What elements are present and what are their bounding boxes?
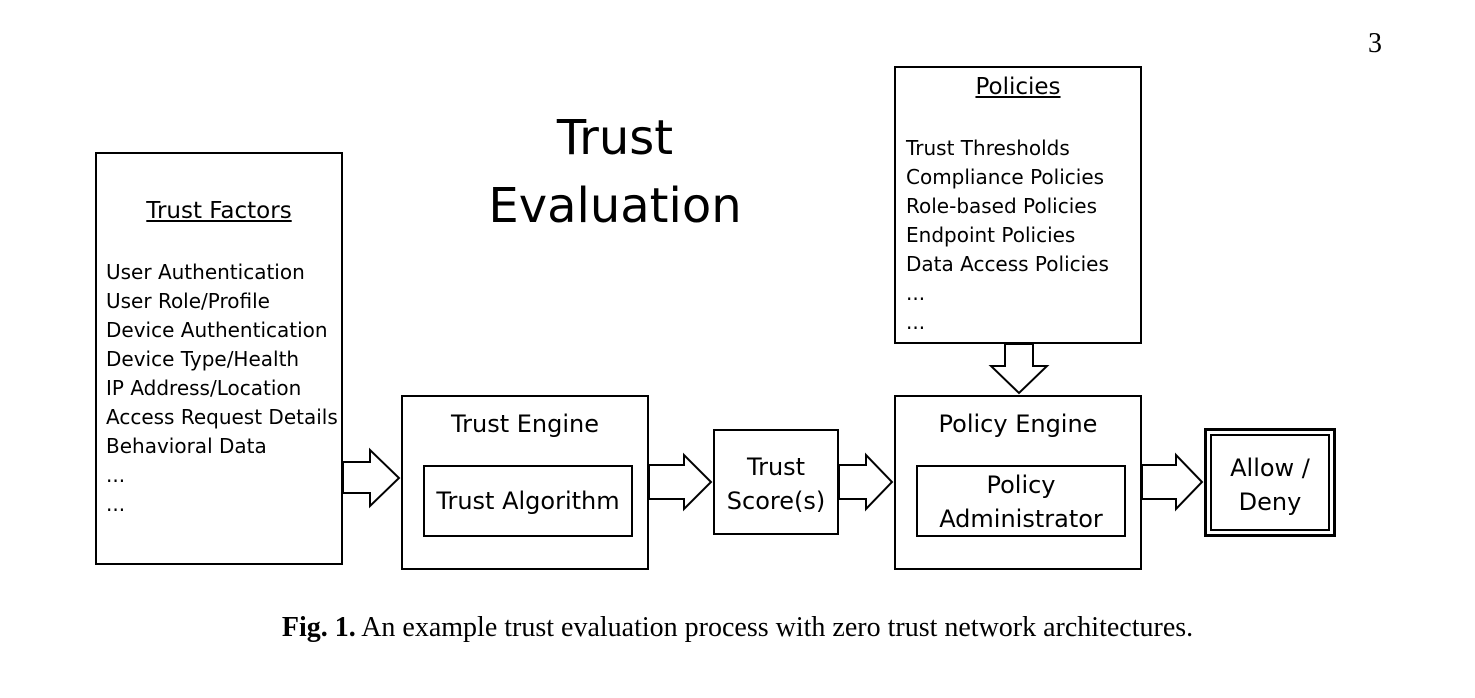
list-item: Endpoint Policies [906, 223, 1076, 247]
trust-algorithm-label: Trust Algorithm [436, 487, 620, 515]
list-item: ... [906, 310, 926, 334]
policies-title: Policies [975, 74, 1061, 100]
trust-engine-title: Trust Engine [450, 410, 599, 438]
arrow-score-to-policy-engine [838, 452, 894, 512]
allow-deny-inner-box: Allow / Deny [1210, 434, 1330, 531]
list-item: User Authentication [106, 260, 305, 284]
list-item: Access Request Details [106, 405, 338, 429]
policy-engine-box: Policy Engine Policy Administrator [894, 395, 1142, 570]
list-item: Data Access Policies [906, 252, 1109, 276]
list-item: Compliance Policies [906, 165, 1105, 189]
list-item: Device Authentication [106, 318, 328, 342]
trust-factors-title: Trust Factors [146, 198, 292, 224]
list-item: IP Address/Location [106, 376, 302, 400]
list-item: Trust Thresholds [906, 136, 1070, 160]
trust-score-line1: Trust [746, 453, 806, 481]
policy-administrator-line1: Policy [986, 471, 1056, 499]
list-item: Role-based Policies [906, 194, 1098, 218]
diagram-title-line1: Trust [556, 110, 674, 166]
trust-score-box: Trust Score(s) [713, 429, 839, 535]
arrow-policy-engine-to-decision [1141, 452, 1204, 512]
policy-administrator-line2: Administrator [939, 505, 1103, 533]
allow-deny-line1: Allow / [1230, 454, 1310, 482]
allow-deny-line2: Deny [1238, 488, 1302, 516]
page-number: 3 [1368, 28, 1382, 59]
figure-caption: Fig. 1. An example trust evaluation proc… [0, 612, 1475, 644]
diagram-title: Trust Evaluation [460, 104, 770, 240]
diagram-title-line2: Evaluation [488, 178, 742, 234]
list-item: ... [106, 463, 126, 487]
policy-engine-title: Policy Engine [938, 410, 1098, 438]
arrow-policies-to-policy-engine [988, 343, 1050, 395]
list-item: Behavioral Data [106, 434, 267, 458]
figure-caption-label: Fig. 1. [281, 612, 356, 643]
list-item: Device Type/Health [106, 347, 300, 371]
trust-engine-box: Trust Engine Trust Algorithm [401, 395, 649, 570]
policy-administrator-box: Policy Administrator [916, 465, 1126, 537]
figure-caption-text: An example trust evaluation process with… [355, 612, 1194, 643]
allow-deny-box: Allow / Deny [1204, 428, 1336, 537]
list-item: ... [106, 492, 126, 516]
arrow-engine-to-score [648, 452, 713, 512]
trust-algorithm-box: Trust Algorithm [423, 465, 633, 537]
list-item: ... [906, 281, 926, 305]
trust-score-line2: Score(s) [726, 487, 826, 515]
list-item: User Role/Profile [106, 289, 270, 313]
arrow-factors-to-engine [342, 447, 401, 509]
